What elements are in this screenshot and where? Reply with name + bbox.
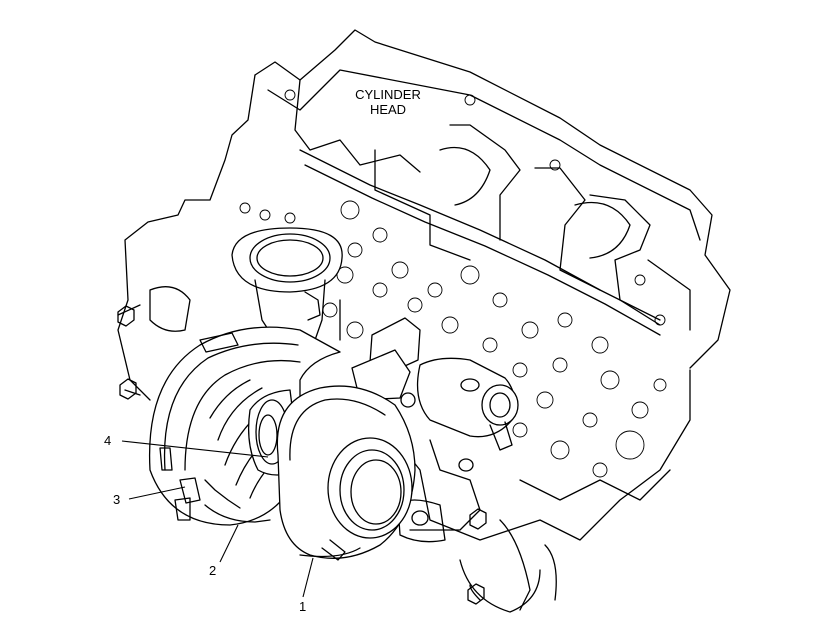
turbine-housing: [276, 385, 416, 561]
callout-3-number: 3: [113, 492, 120, 507]
callout-1: 1: [299, 557, 314, 614]
callout-3: 3: [113, 486, 186, 507]
callout-2: 2: [209, 524, 239, 578]
wastegate-actuator: [351, 317, 519, 543]
cylinder-head-label-line2: HEAD: [370, 102, 406, 117]
callout-1-number: 1: [299, 599, 306, 614]
callout-2-number: 2: [209, 563, 216, 578]
block-holes: [239, 89, 667, 478]
callout-4: 4: [104, 433, 269, 458]
exhaust-flange: [231, 227, 343, 341]
cylinder-head-label-line1: CYLINDER: [355, 87, 421, 102]
engine-block: [117, 29, 731, 613]
callout-4-number: 4: [104, 433, 111, 448]
mounting-bolts: [117, 286, 487, 605]
